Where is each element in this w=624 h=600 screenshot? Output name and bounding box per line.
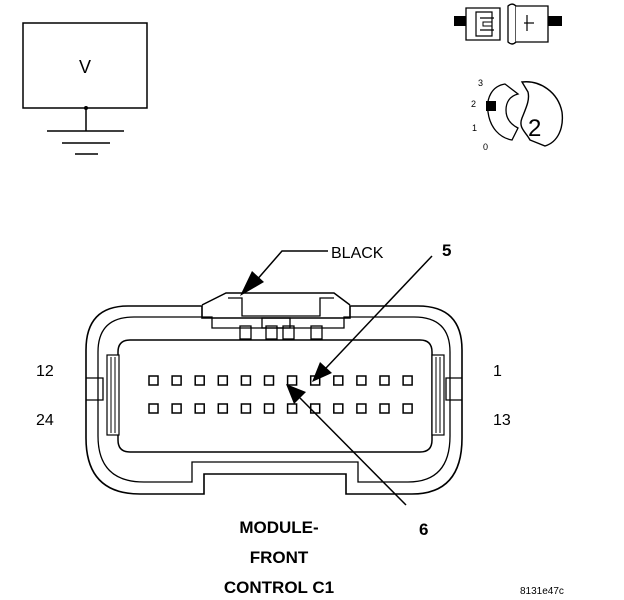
pin-label-bottom-right: 13 bbox=[493, 412, 511, 429]
pin-cavity-12 bbox=[148, 375, 159, 386]
caption-line-2: FRONT bbox=[250, 548, 309, 567]
callout-lower-line bbox=[299, 397, 407, 506]
callout-lower-arrow bbox=[286, 384, 306, 404]
pin-label-top-right: 1 bbox=[493, 363, 502, 380]
connector-c1 bbox=[85, 292, 463, 495]
two-part-connector-icon bbox=[454, 3, 562, 45]
pin-grid bbox=[148, 375, 413, 414]
caption-line-3: CONTROL C1 bbox=[224, 578, 334, 597]
terminal-position-icon: 3 2 1 0 2 bbox=[471, 78, 564, 152]
caption-line-1: MODULE- bbox=[239, 518, 318, 537]
position-number-1: 1 bbox=[472, 123, 477, 133]
pin-cavity-16 bbox=[333, 403, 344, 414]
connector-cavity bbox=[117, 339, 433, 453]
connector-color-label: BLACK bbox=[331, 245, 384, 262]
position-number-0: 0 bbox=[483, 142, 488, 152]
figure-code: 8131e47c bbox=[520, 586, 564, 597]
pin-cavity-3 bbox=[356, 375, 367, 386]
callout-lower: 6 bbox=[419, 520, 428, 539]
pin-cavity-7 bbox=[263, 375, 275, 386]
color-leader-arrow bbox=[240, 271, 264, 296]
pin-cavity-13 bbox=[402, 403, 413, 414]
pin-label-top-left: 12 bbox=[36, 363, 54, 380]
color-leader-line bbox=[254, 250, 328, 283]
pin-cavity-8 bbox=[240, 375, 252, 386]
pin-cavity-14 bbox=[379, 403, 390, 414]
pin-cavity-10 bbox=[194, 375, 205, 386]
callout-upper-arrow bbox=[312, 362, 332, 382]
pin-cavity-9 bbox=[217, 375, 229, 386]
pin-cavity-20 bbox=[240, 403, 252, 414]
position-number-3: 3 bbox=[478, 78, 483, 88]
pin-cavity-2 bbox=[379, 375, 390, 386]
pin-cavity-18 bbox=[286, 403, 298, 414]
pin-cavity-23 bbox=[171, 403, 182, 414]
callout-upper: 5 bbox=[442, 241, 451, 260]
connector-shell bbox=[85, 305, 463, 495]
callout-upper-line bbox=[325, 255, 433, 369]
pin-cavity-17 bbox=[309, 403, 321, 414]
position-selected: 2 bbox=[528, 115, 541, 142]
pin-cavity-24 bbox=[148, 403, 159, 414]
pin-cavity-4 bbox=[333, 375, 344, 386]
pin-cavity-1 bbox=[402, 375, 413, 386]
pin-label-bottom-left: 24 bbox=[36, 412, 54, 429]
pin-cavity-6 bbox=[286, 375, 298, 386]
pin-cavity-19 bbox=[263, 403, 275, 414]
connector-latch bbox=[201, 292, 351, 306]
ground-icon bbox=[47, 106, 124, 155]
meter-label: V bbox=[79, 57, 91, 77]
voltmeter-symbol: V bbox=[22, 22, 148, 155]
pin-cavity-11 bbox=[171, 375, 182, 386]
position-number-2: 2 bbox=[471, 99, 476, 109]
pin-cavity-22 bbox=[194, 403, 205, 414]
pin-cavity-15 bbox=[356, 403, 367, 414]
pin-cavity-21 bbox=[217, 403, 229, 414]
